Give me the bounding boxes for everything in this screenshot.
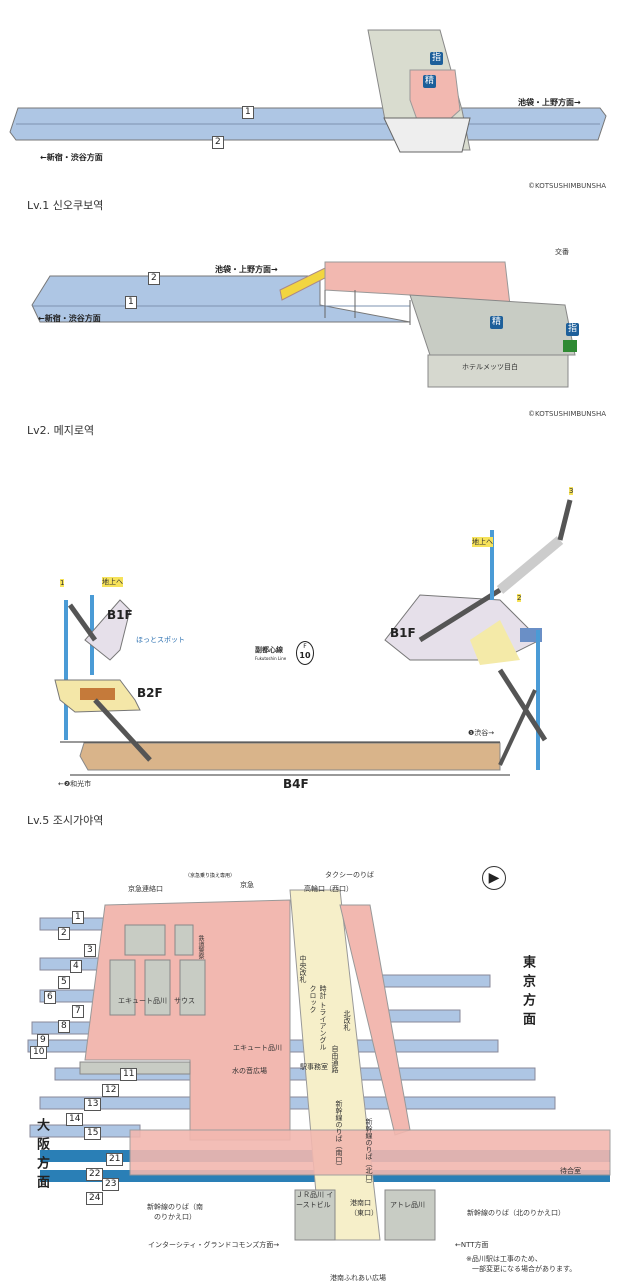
hotel	[427, 354, 569, 388]
tokyo-direction-label: 東京方面	[520, 955, 535, 1031]
level-title: Lv.5 조시가야역	[27, 814, 104, 827]
keikyu-transfer-label: （京急乗り換え専用）	[185, 873, 236, 879]
ntt-direction-label: ←NTT方面	[455, 1241, 489, 1249]
map-0-shapes	[9, 29, 607, 153]
water-plaza-label: 水の音広場	[232, 1067, 267, 1075]
map-2-shapes	[54, 499, 573, 776]
b1f-right-yellow	[470, 620, 520, 665]
elevator-shaft-right	[490, 530, 494, 600]
direction-label: 池袋・上野方面→	[215, 265, 278, 274]
station-number: 10	[299, 651, 311, 660]
platform-number: 7	[72, 1005, 84, 1018]
keikyu-gate-label: 京急連絡口	[128, 885, 163, 893]
exit-number: 2	[517, 594, 522, 602]
note-line-2: 一部変更になる場合があります。	[472, 1265, 577, 1273]
fare-adjust-icon: 精	[490, 316, 503, 329]
platform-number: 2	[148, 272, 160, 285]
shinkansen-north-label: 新幹線のりば（北口）	[365, 1118, 373, 1188]
to-ground-label: 地上へ	[102, 577, 123, 587]
platform-number: 10	[30, 1046, 48, 1059]
b2f-brown	[80, 688, 115, 700]
b4f-platform	[79, 742, 501, 771]
stairs	[383, 117, 471, 153]
central-gate-label: 中央改札	[299, 955, 307, 983]
elevator-shaft-left	[64, 600, 68, 740]
platform-number: 1	[72, 911, 84, 924]
clock-label: 時計 トライアングル クロック	[309, 985, 327, 1051]
intercity-direction-label: インターシティ・グランドコモンズ方面→	[148, 1241, 280, 1249]
takanawa-exit-label: 高輪口（西口）	[304, 885, 353, 893]
to-ground-label: 地上へ	[472, 537, 493, 547]
copyright: ©KOTSUSHIMBUNSHA	[528, 410, 607, 418]
level-title: Lv2. 메지로역	[27, 424, 95, 437]
police-box-label: 交番	[555, 248, 569, 256]
fare-adjust-icon: 精	[423, 75, 436, 88]
platform-number: 2	[58, 927, 70, 940]
concourse-south	[129, 1129, 611, 1176]
direction-label: ←新宿・渋谷方面	[38, 314, 101, 323]
platform-number: 23	[102, 1178, 120, 1191]
ecute-south-label: エキュート品川 サウス	[118, 997, 195, 1005]
konan-exit-label: 港南口（東口）	[350, 1199, 378, 1217]
platform-number: 22	[86, 1168, 104, 1181]
note-line-1: ※品川駅は工事のため、	[466, 1255, 542, 1263]
konan-plaza-label: 港南ふれあい広場	[330, 1274, 386, 1282]
direction-label: ❶渋谷→	[468, 729, 495, 737]
direction-label: ←❷和光市	[58, 780, 92, 788]
platform-number: 8	[58, 1020, 70, 1033]
platform-number: 24	[86, 1192, 104, 1205]
keikyu-label: 京急	[240, 881, 254, 889]
floor-label: B1F	[107, 608, 133, 622]
shinkansen-north-transfer-label: 新幹線のりば（北のりかえ口）	[467, 1209, 565, 1217]
platform-number: 21	[106, 1153, 124, 1166]
taxi-label: タクシーのりば	[325, 871, 374, 879]
elevator-shaft-right-2	[536, 630, 540, 770]
hotel-label: ホテルメッツ目白	[462, 363, 518, 371]
north-gate-label: 北改札	[343, 1010, 351, 1031]
floor-label: B2F	[137, 686, 163, 700]
platform-number: 5	[58, 976, 70, 989]
free-passage-label: 自由通路	[331, 1045, 339, 1073]
direction-label: ←新宿・渋谷方面	[40, 153, 103, 162]
rail-police-label: 鉄道警察	[197, 935, 204, 959]
line-name: 副都心線	[255, 646, 283, 654]
platform-number: 15	[84, 1127, 102, 1140]
hotspot-label: ほっとスポット	[136, 636, 185, 644]
shinkansen-south-label: 新幹線のりば（南口）	[335, 1100, 343, 1170]
ecute-label: エキュート品川	[233, 1044, 282, 1052]
green-window	[563, 340, 577, 352]
platform-number: 6	[44, 991, 56, 1004]
compass-north-icon: ▶	[482, 866, 506, 890]
direction-label: 池袋・上野方面→	[518, 98, 581, 107]
exit-number: 3	[569, 487, 574, 495]
reserved-seat-icon: 指	[566, 323, 579, 336]
floor-label: B4F	[283, 777, 309, 791]
line-name-en: Fukutoshin Line	[255, 656, 287, 661]
level-title: Lv.1 신오쿠보역	[27, 199, 104, 212]
jr-east-building-label: ＪＲ品川 イーストビル	[296, 1191, 334, 1209]
platform-number: 1	[242, 106, 254, 119]
platform-number: 12	[102, 1084, 120, 1097]
floor-label: B1F	[390, 626, 416, 640]
waiting-room-label: 待合室	[560, 1167, 581, 1175]
platform-number: 2	[212, 136, 224, 149]
exit-number: 1	[60, 579, 65, 587]
map-3-shapes	[27, 889, 611, 1241]
reserved-seat-icon: 指	[430, 52, 443, 65]
station-office-label: 駅事務室	[300, 1063, 328, 1071]
osaka-direction-label: 大阪方面	[34, 1118, 49, 1194]
line-code: F	[303, 643, 307, 650]
copyright: ©KOTSUSHIMBUNSHA	[528, 182, 607, 190]
atre-label: アトレ品川	[390, 1201, 425, 1209]
map-1-shapes	[31, 261, 577, 388]
platform-number: 4	[70, 960, 82, 973]
platform-number: 14	[66, 1113, 84, 1126]
platform-number: 1	[125, 296, 137, 309]
shinkansen-south-transfer-label: 新幹線のりば（南のりかえ口）	[147, 1203, 203, 1221]
platform-number: 11	[120, 1068, 138, 1081]
platform-number: 3	[84, 944, 96, 957]
platform-number: 13	[84, 1098, 102, 1111]
b1f-left	[84, 599, 131, 661]
